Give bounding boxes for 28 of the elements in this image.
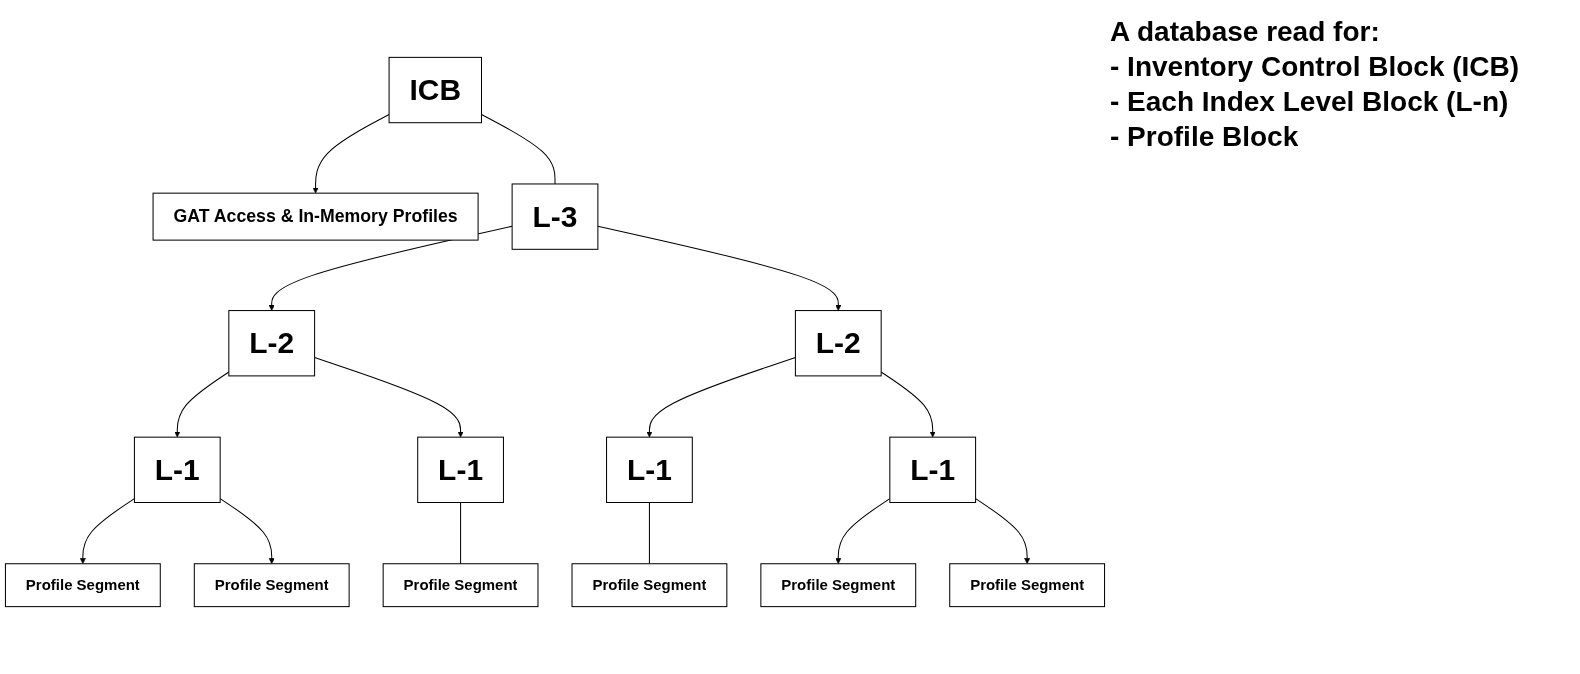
arrow: [312, 113, 390, 194]
node-box: Profile Segment: [949, 563, 1106, 608]
arrow: [79, 498, 135, 564]
node-box: L-2: [228, 310, 316, 377]
arrow: [597, 225, 842, 311]
node-box: GAT Access & In-Memory Profiles: [152, 192, 479, 241]
node-box: L-1: [133, 436, 221, 503]
node-box: L-1: [606, 436, 693, 503]
node-box: Profile Segment: [4, 563, 161, 608]
connector: [481, 113, 556, 185]
note-text: - Each Index Level Block (L-n): [1110, 85, 1510, 119]
node-box: L-1: [889, 436, 977, 503]
node-box: L-3: [511, 183, 599, 250]
note-text: A database read for:: [1110, 15, 1381, 49]
note-text: - Inventory Control Block (ICB): [1110, 50, 1521, 84]
connector: [460, 502, 462, 565]
node-box: ICB: [388, 56, 482, 124]
arrow: [314, 357, 464, 438]
node-box: L-2: [794, 310, 882, 377]
note-text: - Profile Block: [1110, 120, 1300, 154]
node-box: Profile Segment: [193, 563, 350, 608]
node-box: Profile Segment: [760, 563, 917, 608]
node-box: Profile Segment: [571, 563, 728, 608]
connector: [648, 502, 650, 565]
arrow: [975, 498, 1031, 564]
node-box: L-1: [417, 436, 504, 503]
arrow: [646, 357, 796, 438]
node-box: Profile Segment: [382, 563, 539, 608]
